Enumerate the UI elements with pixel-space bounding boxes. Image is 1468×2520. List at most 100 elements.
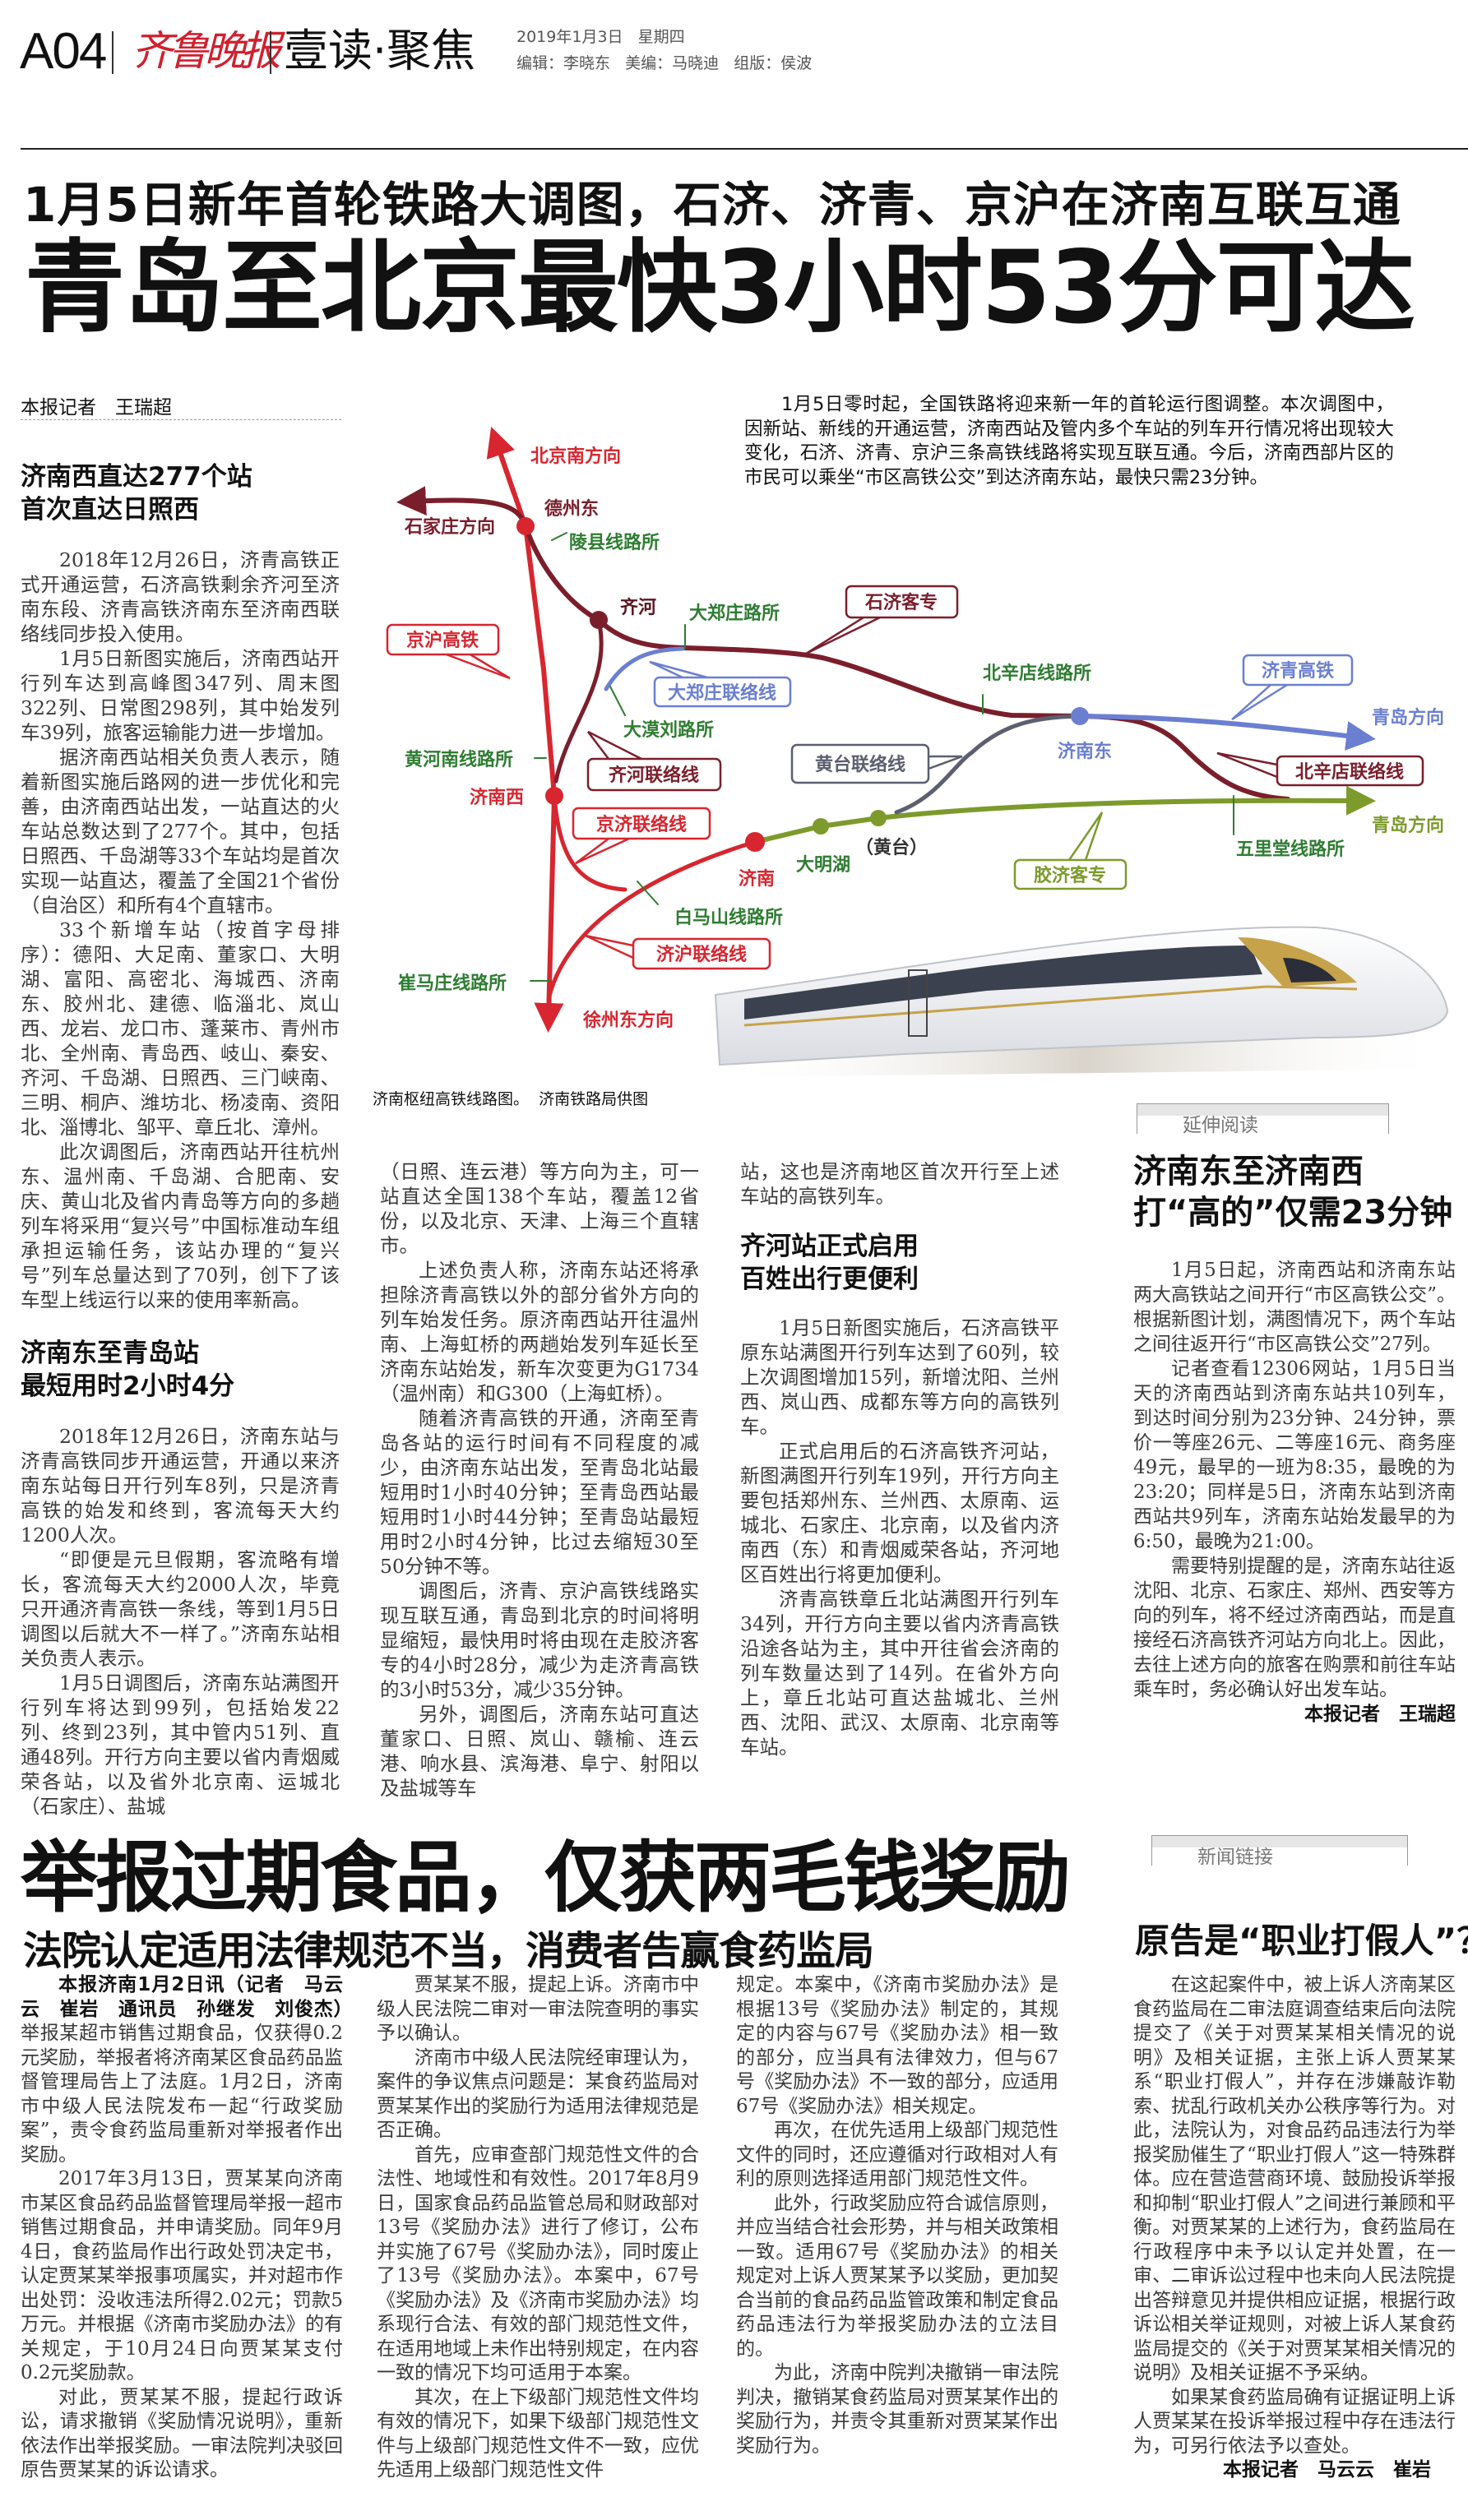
story1-headline: 青岛至北京最快3小时53分可达 [25,229,1415,346]
label-shijiazhuang: 石家庄方向 [404,516,495,538]
callout-beixindian-link: 北辛店联络线 [1295,761,1404,783]
masthead-rule [21,148,1468,150]
paragraph: 据济南西站相关负责人表示，随着新图实施后路网的进一步优化和完善，由济南西站出发，… [21,746,340,917]
label-qingdao-jiqing: 青岛方向 [1372,707,1444,728]
paragraph: 正式启用后的石济高铁齐河站，新图满图开行列车19列，开行方向主要包括郑州东、兰州… [740,1440,1059,1586]
paragraph: 此外，行政奖励应符合诚信原则，并应当结合社会形势，并与相关政策相一致。适用67号… [736,2192,1058,2360]
label-huangtai: （黄台） [855,837,928,858]
jingji-link [552,793,627,892]
label-beixindian: 北辛店线路所 [983,663,1091,684]
sidebar-heading: 济南东至济南西打“高的”仅需23分钟 [1133,1151,1456,1233]
paragraph: 首先，应审查部门规范性文件的合法性、地域性和有效性。2017年8月9日，国家食品… [377,2143,699,2384]
paragraph: 为此，济南中院判决撤销一审法院判决，撤销某食药监局对贾某某作出的奖励行为，并责令… [736,2362,1058,2457]
paragraph: 需要特别提醒的是，济南东站往返沈阳、北京、石家庄、郑州、西安等方向的列车，将不经… [1133,1556,1456,1700]
paragraph: 上述负责人称，济南东站还将承担除济青高铁以外的部分省外方向的列车始发任务。原济南… [380,1259,699,1405]
section-heading: 齐河站正式启用百姓出行更便利 [740,1230,1059,1296]
separator [112,31,113,74]
paragraph: 此次调图后，济南西站开往杭州东、温州南、千岛湖、合肥南、安庆、黄山北及省内青岛等… [21,1140,340,1311]
story1-column-3: 站，这也是济南地区首次开行至上述车站的高铁列车。 齐河站正式启用百姓出行更便利 … [740,1159,1059,1759]
heading-line: 济南东至青岛站 [21,1339,199,1368]
heading-line: 首次直达日照西 [21,495,199,525]
label-jinan: 济南 [739,868,775,890]
issue-date: 2019年1月3日 星期四 [516,28,685,46]
callout-jingji-link: 京济联络线 [596,814,687,835]
paragraph: 对此，贾某某不服，提起行政诉讼，请求撤销《奖励情况说明》，重新依法作出举报奖励。… [21,2386,343,2481]
story2-headline: 举报过期食品，仅获两毛钱奖励 [21,1833,1071,1923]
story2-sidebar-heading: 原告是“职业打假人”？ [1135,1921,1468,1961]
story1-column-2: （日照、连云港）等方向为主，可一站直达全国138个车站，覆盖12省份，以及北京、… [380,1159,699,1801]
tag-label: 新闻链接 [1152,1847,1407,1867]
callout-jinghu: 京沪高铁 [406,630,479,651]
sidebar-byline: 本报记者 王瑞超 [1304,1704,1456,1725]
heading-line: 最短用时2小时4分 [21,1371,235,1401]
qihe-link [553,617,604,784]
story2-column-2: 贾某某不服，提起上诉。济南市中级人民法院二审对一审法院查明的事实予以确认。 济南… [377,1973,699,2483]
story2-subheadline: 法院认定适用法律规范不当，消费者告赢食药监局 [23,1928,874,1974]
huangtai-link [894,714,1082,815]
callout-jiaoji: 胶济客专 [1034,865,1106,886]
section-title: 壹读·聚焦 [284,25,476,76]
jihu-link [546,839,757,1001]
label-dezhoudong: 德州东 [544,498,599,520]
story2-sidebar: 在这起案件中，被上诉人济南某区食药监局在二审法庭调查结束后向法院提交了《关于对贾… [1133,1973,1456,2483]
paragraph: 其次，在上下级部门规范性文件均有效的情况下，如果下级部门规范性文件与上级部门规范… [377,2386,699,2481]
paragraph: 1月5日调图后，济南东站满图开行列车将达到99列，包括始发22列、终到23列，其… [21,1672,340,1818]
callout-jihu-link: 济沪联络线 [656,944,747,965]
station-dot-jinanxi [545,787,563,805]
label-daminghu: 大明湖 [796,855,850,876]
heading-line: 济南西直达277个站 [21,462,252,492]
paragraph: 贾某某不服，提起上诉。济南市中级人民法院二审对一审法院查明的事实予以确认。 [377,1974,699,2044]
paragraph: 1月5日起，济南西站和济南东站两大高铁站之间开行“市区高铁公交”。根据新图计划，… [1133,1260,1456,1355]
callout-shiji: 石济客专 [864,592,938,613]
label-qihe: 齐河 [620,597,656,618]
callout-huangtai-link: 黄台联络线 [815,754,905,775]
label-dazhengzhuang: 大郑庄路所 [689,603,780,624]
sidebar-byline: 本报记者 马云云 崔岩 [1223,2459,1431,2481]
news-link-tag: 新闻链接 [1151,1835,1408,1867]
label-wulitang: 五里堂线路所 [1236,839,1345,860]
section-heading: 济南西直达277个站首次直达日照西 [21,460,340,526]
editor-credits: 编辑：李晓东 美编：马晓迪 组版：侯波 [516,54,813,72]
paragraph: （日照、连云港）等方向为主，可一站直达全国138个车站，覆盖12省份，以及北京、… [380,1160,699,1257]
map-caption: 济南枢纽高铁线路图。 济南铁路局供图 [373,1090,649,1108]
label-jinanxi: 济南西 [470,787,524,808]
paragraph: 随着济青高铁的开通，济南至青岛各站的运行时间有不同程度的减少，由济南东站出发，至… [380,1407,699,1578]
label-cuimazhuang: 崔马庄线路所 [398,973,507,994]
story1-intro: 1月5日零时起，全国铁路将迎来新一年的首轮运行图调整。本次调图中，因新站、新线的… [744,394,1394,488]
paragraph-text: 举报某超市销售过期食品，仅获得0.2元奖励，举报者将济南某区食品药品监督管理局告… [21,2023,343,2166]
paragraph: 2018年12月26日，济南东站与济青高铁同步开通运营，开通以来济南东站每日开行… [21,1425,340,1547]
separator [270,31,271,74]
callout-dazhengzhuang-link: 大郑庄联络线 [668,682,776,704]
story2-dateline: 本报济南1月2日讯（记者 马云云 崔岩 通讯员 孙继发 刘俊杰） [21,1974,343,2020]
beijing-arrow [486,426,516,496]
railway-map: 京沪高铁 石济客专 大郑庄联络线 齐河联络线 黄台联络线 济青高铁 北辛店联络线… [386,426,1449,1077]
station-dot-huangtai [870,810,887,826]
story1-subheadline: 1月5日新年首轮铁路大调图，石济、济青、京沪在济南互联互通 [23,177,1401,233]
paragraph: 记者查看12306网站，1月5日当天的济南西站到济南东站共10列车，到达时间分别… [1133,1358,1456,1552]
story1-sidebar: 济南东至济南西打“高的”仅需23分钟 1月5日起，济南西站和济南东站两大高铁站之… [1133,1151,1456,1727]
paragraph: 济南市中级人民法院经审理认为，案件的争议焦点问题是：某食药监局对贾某某作出的奖励… [377,2046,699,2142]
paragraph: “即便是元旦假期，客流略有增长，客流每天大约2000人次，毕竟只开通济青高铁一条… [21,1548,340,1670]
heading-line: 百姓出行更便利 [740,1265,919,1294]
paragraph: 济青高铁章丘北站满图开行列车34列，开行方向主要以省内济青高铁沿途各站为主，其中… [740,1588,1059,1759]
jiqing-line [1077,714,1376,751]
paragraph: 2017年3月13日，贾某某向济南市某区食品药品监督管理局举报一超市销售过期食品… [21,2168,343,2384]
story1-column-1: 济南西直达277个站首次直达日照西 2018年12月26日，济青高铁正式开通运营… [21,460,340,1819]
story2-column-1: 本报济南1月2日讯（记者 马云云 崔岩 通讯员 孙继发 刘俊杰） 举报某超市销售… [21,1973,343,2483]
station-dot-daminghu [813,818,829,835]
label-qingdao-jiaoji: 青岛方向 [1372,815,1444,836]
label-baimashan: 白马山线路所 [674,907,783,928]
paragraph: 站，这也是济南地区首次开行至上述车站的高铁列车。 [740,1160,1059,1208]
station-dot-jinandong [1071,707,1089,725]
paragraph: 规定。本案中，《济南市奖励办法》是根据13号《奖励办法》制定的，其规定的内容与6… [736,1974,1058,2117]
callout-jiqing: 济青高铁 [1262,660,1334,682]
page-number: A04 [20,23,107,80]
story1-byline: 本报记者 王瑞超 [21,397,172,418]
paragraph: 2018年12月26日，济青高铁正式开通运营，石济高铁剩余齐河至济南东段、济青高… [21,548,340,645]
newspaper-logo: 齐鲁晚报 [132,27,281,75]
heading-line: 齐河站正式启用 [740,1232,919,1261]
divider [21,419,341,420]
paragraph: 另外，调图后，济南东站可直达董家口、日照、岚山、赣榆、连云港、响水县、滨海港、阜… [380,1703,699,1800]
label-jinandong: 济南东 [1058,741,1112,762]
